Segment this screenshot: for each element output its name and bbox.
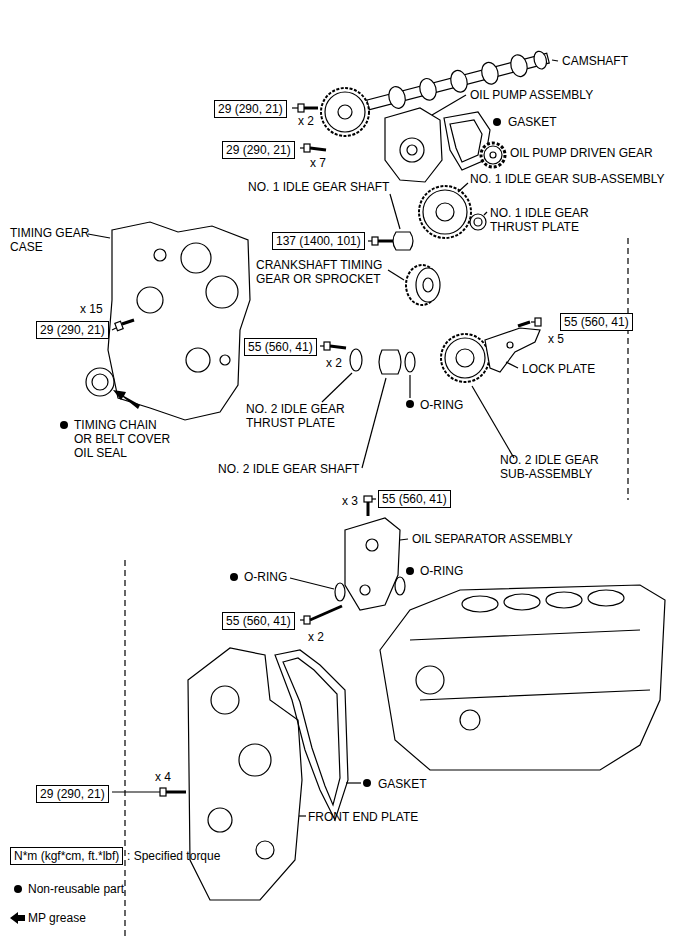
part-label: NO. 2 IDLE GEAR SUB-ASSEMBLY [500,453,615,481]
torque-box: 29 (290, 21) [36,321,109,339]
torque-value: 55 (560, 41) [248,340,313,354]
part-label: x 2 [298,114,314,128]
part-label: NO. 1 IDLE GEAR SHAFT [248,180,389,194]
torque-value: 29 (290, 21) [40,323,105,337]
part-label: TIMING GEAR CASE [10,226,105,254]
torque-value: 55 (560, 41) [382,492,447,506]
torque-box: 29 (290, 21) [36,785,109,803]
part-label: NO. 2 IDLE GEAR THRUST PLATE [246,402,361,430]
part-label: x 3 [342,494,358,508]
torque-value: 137 (1400, 101) [276,234,361,248]
part-label: TIMING CHAIN OR BELT COVER OIL SEAL [74,418,174,460]
part-label: OIL PUMP ASSEMBLY [470,88,593,102]
part-label: x 2 [308,630,324,644]
torque-box: 29 (290, 21) [214,100,287,118]
legend-text: : Specified torque [127,849,220,863]
part-label: OIL PUMP DRIVEN GEAR [510,146,653,160]
legend-text: Non-reusable part [28,882,124,896]
torque-box: 55 (560, 41) [378,490,451,508]
torque-box: N*m (kgf*cm, ft.*lbf) [10,847,123,865]
part-label: NO. 2 IDLE GEAR SHAFT [218,462,359,476]
part-label: O-RING [244,570,287,584]
torque-box: 137 (1400, 101) [272,232,365,250]
part-label: x 15 [80,302,103,316]
torque-box: 55 (560, 41) [222,612,295,630]
torque-value: 29 (290, 21) [40,787,105,801]
torque-value: 55 (560, 41) [564,315,629,329]
torque-value: 29 (290, 21) [226,143,291,157]
part-label: x 2 [326,356,342,370]
part-label: O-RING [420,398,463,412]
part-label: GASKET [378,777,427,791]
part-label: NO. 1 IDLE GEAR SUB-ASSEMBLY [470,172,665,186]
part-label: FRONT END PLATE [308,810,418,824]
torque-box: 55 (560, 41) [560,313,633,331]
part-label: NO. 1 IDLE GEAR THRUST PLATE [490,206,605,234]
part-label: OIL SEPARATOR ASSEMBLY [412,532,573,546]
torque-box: 55 (560, 41) [244,338,317,356]
part-label: CRANKSHAFT TIMING GEAR OR SPROCKET [256,258,396,286]
part-label: GASKET [508,115,557,129]
part-label: O-RING [420,564,463,578]
part-label: x 7 [310,156,326,170]
legend-text: MP grease [28,911,86,925]
torque-value: 29 (290, 21) [218,102,283,116]
part-label: CAMSHAFT [562,54,628,68]
part-label: x 5 [548,332,564,346]
part-label: x 4 [155,770,171,784]
torque-box: 29 (290, 21) [222,141,295,159]
torque-value: 55 (560, 41) [226,614,291,628]
torque-value: N*m (kgf*cm, ft.*lbf) [14,849,119,863]
part-label: LOCK PLATE [522,362,595,376]
